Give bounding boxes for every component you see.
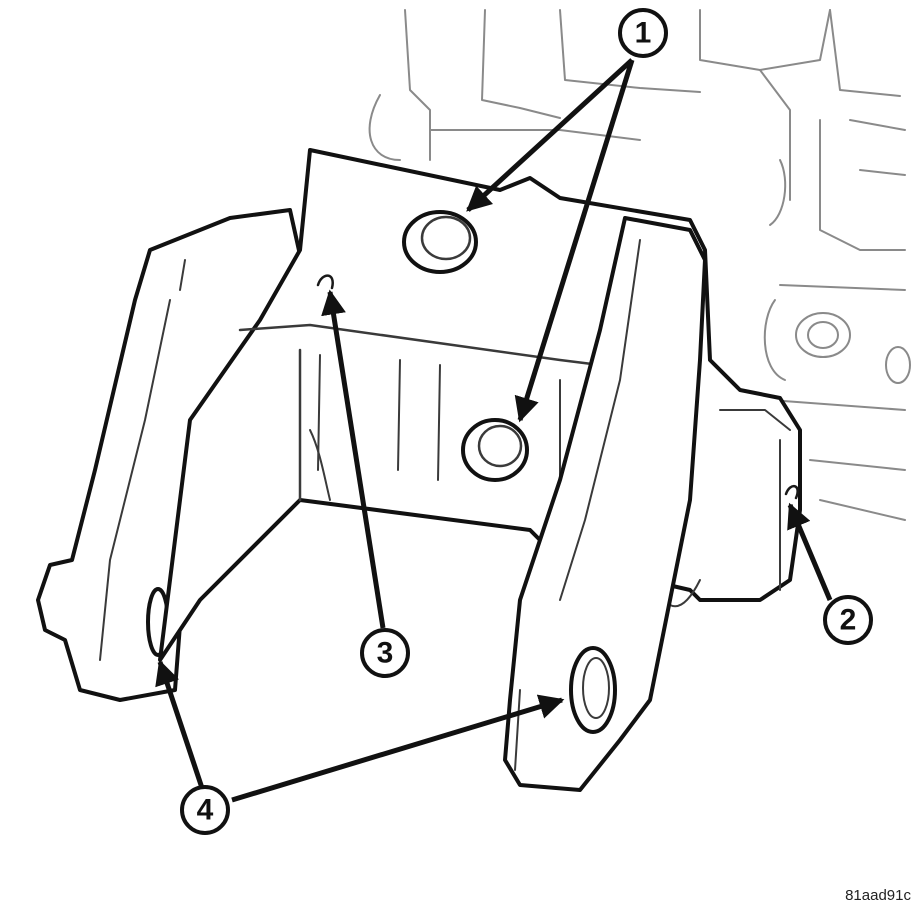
arrow-4-left [155,659,205,789]
arrow-4-right [231,694,565,803]
callout-3: 3 [360,628,410,678]
arrow-2 [787,502,833,601]
leader-arrows [155,58,833,803]
svg-text:1: 1 [635,17,652,50]
callout-2: 2 [823,595,873,645]
engine-block-background [368,9,911,521]
callout-1: 1 [618,8,668,58]
lower-mount-hole [461,418,529,482]
svg-text:2: 2 [840,604,857,637]
arrow-3 [321,289,386,629]
upper-mount-hole [402,210,478,274]
svg-text:4: 4 [197,794,214,827]
arrow-1-upper-hole [466,58,634,212]
arrow-1-lower-hole [514,59,635,423]
bracket-right-arm [503,216,707,792]
callout-4: 4 [180,785,230,835]
figure-code: 81aad91c [845,887,911,904]
svg-text:3: 3 [377,637,394,670]
